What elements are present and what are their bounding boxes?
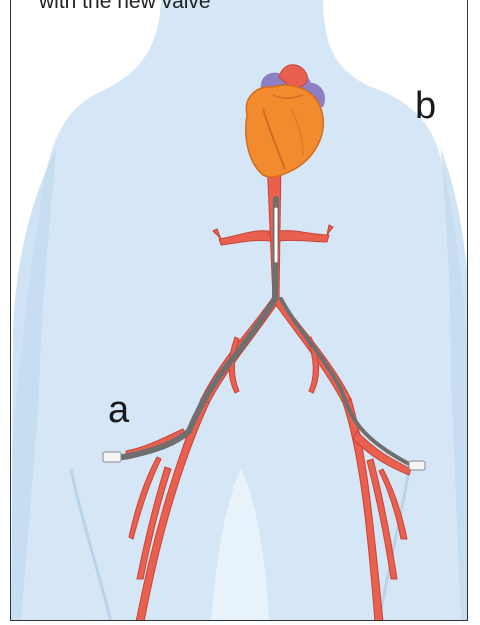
figure-caption: with the new valve — [39, 0, 211, 14]
sheath-hub-left — [103, 452, 121, 462]
label-b: b — [415, 87, 436, 125]
illustration-frame: with the new valve a b — [10, 0, 468, 621]
sheath-hub-right — [409, 461, 425, 470]
anatomy-illustration — [11, 0, 468, 621]
label-a: a — [108, 391, 129, 429]
